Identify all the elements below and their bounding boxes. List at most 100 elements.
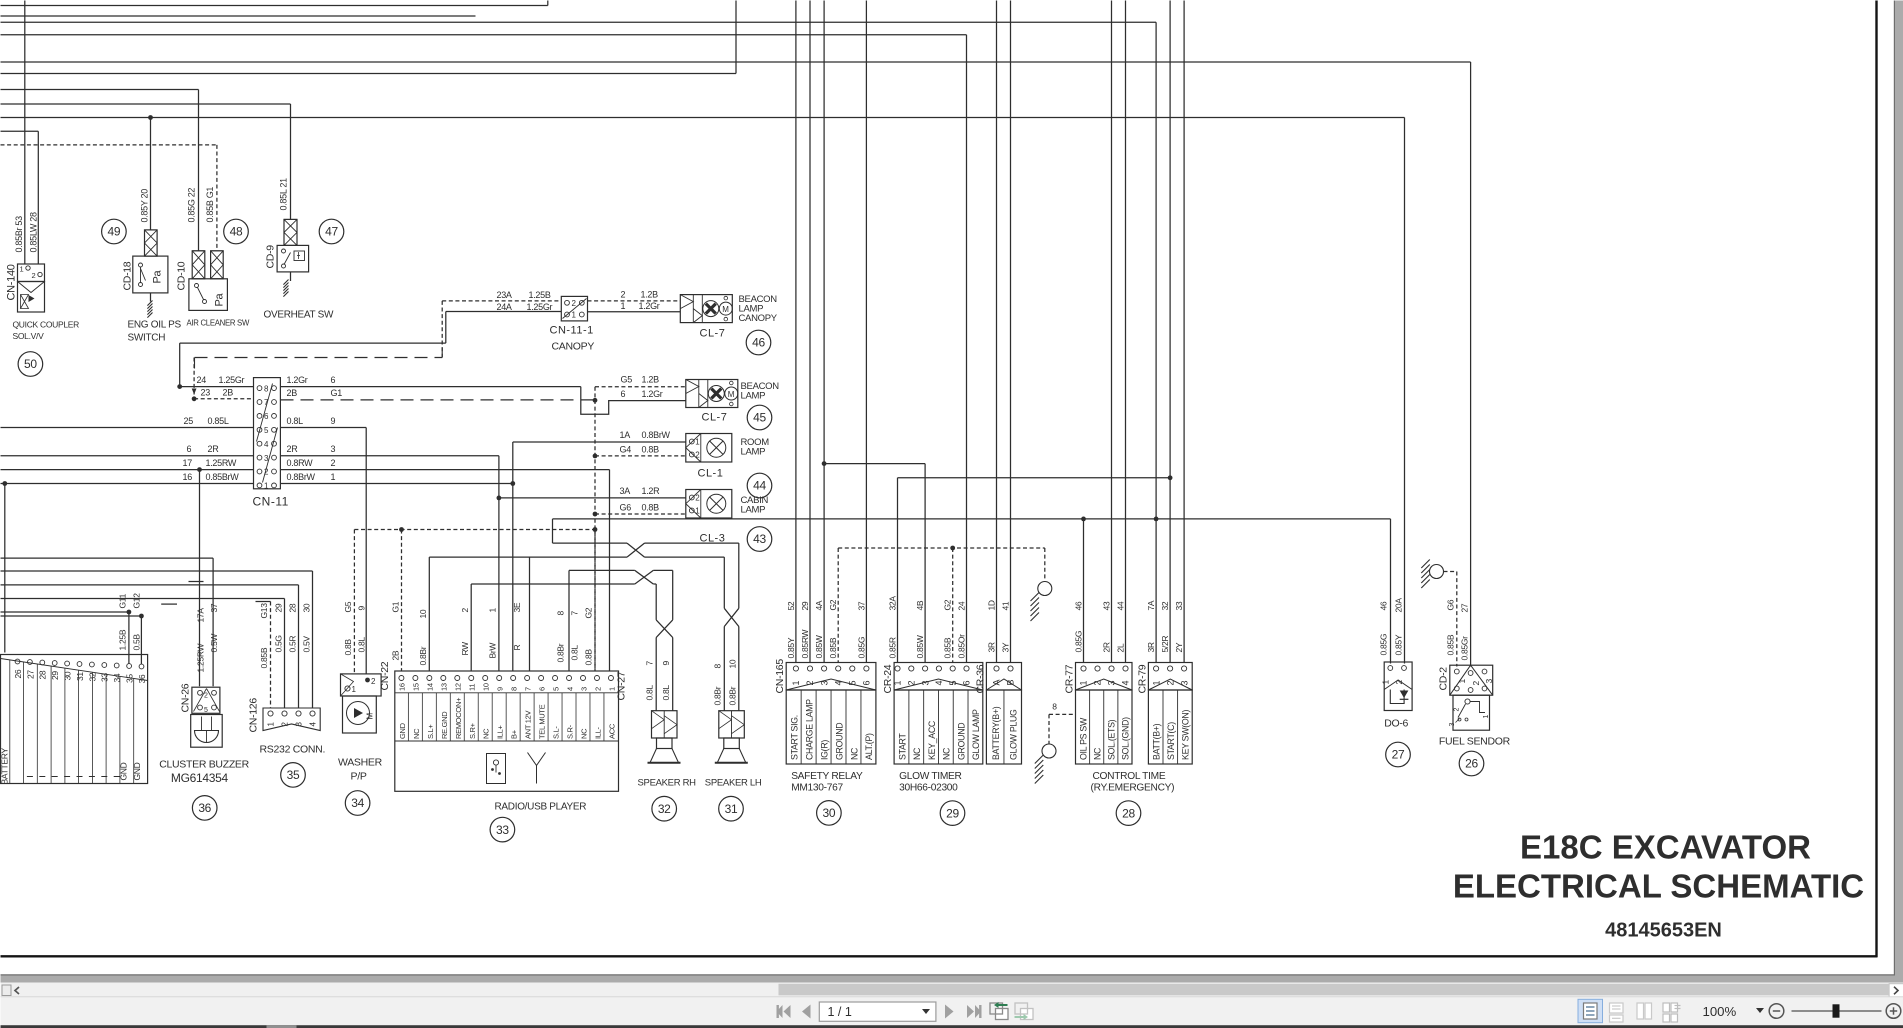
svg-text:E18C EXCAVATOR: E18C EXCAVATOR <box>1520 829 1811 866</box>
svg-text:BATTERY: BATTERY <box>0 748 10 785</box>
svg-text:G5: G5 <box>621 375 633 385</box>
svg-text:G4: G4 <box>620 445 632 455</box>
svg-text:24: 24 <box>197 375 207 385</box>
svg-text:BEACON: BEACON <box>741 381 780 392</box>
svg-text:ALT.(P): ALT.(P) <box>864 733 874 760</box>
svg-text:SAFETY RELAY: SAFETY RELAY <box>791 771 863 782</box>
svg-text:6: 6 <box>537 687 546 691</box>
svg-text:SOL.(ETS): SOL.(ETS) <box>1107 719 1117 760</box>
svg-text:0.5V: 0.5V <box>302 636 312 653</box>
svg-text:2B: 2B <box>287 388 298 398</box>
svg-text:2: 2 <box>621 290 626 300</box>
svg-text:2B: 2B <box>223 388 234 398</box>
svg-text:47: 47 <box>325 225 338 239</box>
svg-text:CR-36: CR-36 <box>974 664 986 693</box>
svg-text:CR-79: CR-79 <box>1136 664 1148 693</box>
svg-text:29: 29 <box>50 671 60 680</box>
svg-text:3: 3 <box>264 454 269 463</box>
svg-text:G2: G2 <box>584 607 594 618</box>
svg-text:LAMP: LAMP <box>739 304 764 315</box>
svg-text:2: 2 <box>1093 681 1103 686</box>
svg-text:48: 48 <box>230 225 243 239</box>
svg-text:7: 7 <box>523 687 532 691</box>
svg-text:3E: 3E <box>512 602 522 612</box>
svg-text:1: 1 <box>331 472 336 482</box>
svg-text:G5: G5 <box>343 601 353 612</box>
svg-text:ROOM: ROOM <box>741 437 770 448</box>
svg-text:CLUSTER BUZZER: CLUSTER BUZZER <box>159 759 249 771</box>
svg-text:3: 3 <box>331 444 336 454</box>
svg-text:25: 25 <box>184 416 194 426</box>
svg-text:0.85W: 0.85W <box>915 635 925 658</box>
svg-text:3: 3 <box>1107 681 1117 686</box>
svg-text:ANT 12V: ANT 12V <box>524 711 533 739</box>
svg-text:0.8L: 0.8L <box>287 416 304 426</box>
svg-text:30: 30 <box>302 603 312 612</box>
svg-text:11: 11 <box>468 684 477 691</box>
svg-text:IG(R): IG(R) <box>819 740 829 760</box>
svg-text:1.25B: 1.25B <box>118 629 128 650</box>
svg-text:RW: RW <box>460 642 470 656</box>
svg-text:3R: 3R <box>1146 642 1156 652</box>
svg-text:0.8Br: 0.8Br <box>727 686 737 705</box>
svg-text:50: 50 <box>24 357 37 371</box>
svg-text:NC: NC <box>912 747 922 760</box>
svg-text:ENG OIL PS: ENG OIL PS <box>128 320 182 331</box>
svg-text:0.8L: 0.8L <box>645 685 655 701</box>
svg-text:12: 12 <box>454 683 463 691</box>
svg-text:MM130-767: MM130-767 <box>791 783 843 794</box>
svg-text:32: 32 <box>1160 601 1170 610</box>
svg-text:0.8L: 0.8L <box>570 645 580 661</box>
svg-text:0.8BrW: 0.8BrW <box>642 430 671 440</box>
svg-text:24: 24 <box>957 601 967 610</box>
svg-text:4: 4 <box>565 687 574 691</box>
svg-text:8: 8 <box>713 664 723 669</box>
svg-text:NC: NC <box>580 728 589 739</box>
svg-text:FUEL SENDOR: FUEL SENDOR <box>1439 736 1511 748</box>
svg-text:P/P: P/P <box>351 771 367 783</box>
svg-text:G2: G2 <box>943 599 953 610</box>
svg-text:1.25Gr: 1.25Gr <box>219 375 245 385</box>
svg-text:0.85B: 0.85B <box>259 647 269 668</box>
svg-text:2: 2 <box>1394 680 1404 685</box>
svg-text:3R: 3R <box>987 642 997 652</box>
svg-text:33: 33 <box>100 673 110 682</box>
svg-text:10: 10 <box>482 683 491 691</box>
svg-text:0.85Y 20: 0.85Y 20 <box>140 189 150 223</box>
svg-text:REMOCON+: REMOCON+ <box>454 697 463 739</box>
svg-text:S.R-: S.R- <box>566 724 575 739</box>
svg-text:NC: NC <box>849 747 859 760</box>
svg-text:2: 2 <box>281 722 290 727</box>
svg-text:3Y: 3Y <box>1001 642 1011 652</box>
svg-text:1: 1 <box>695 507 700 516</box>
svg-text:RE.GND: RE.GND <box>440 711 449 739</box>
svg-text:1.25RW: 1.25RW <box>206 458 237 468</box>
svg-text:CN-22: CN-22 <box>379 661 391 690</box>
svg-text:17A: 17A <box>196 608 206 623</box>
svg-text:CL-7: CL-7 <box>700 328 726 340</box>
svg-text:S.L+: S.L+ <box>426 724 435 739</box>
svg-text:1.2B: 1.2B <box>642 375 660 385</box>
svg-text:0.85L 21: 0.85L 21 <box>279 178 289 211</box>
svg-text:G12: G12 <box>132 593 142 609</box>
svg-text:43: 43 <box>1102 601 1112 610</box>
svg-text:G13: G13 <box>259 603 269 619</box>
svg-text:1: 1 <box>572 311 577 320</box>
svg-text:LAMP: LAMP <box>741 447 766 458</box>
svg-text:44: 44 <box>753 479 766 493</box>
svg-text:GROUND: GROUND <box>956 723 966 760</box>
svg-text:0.8Br: 0.8Br <box>418 646 428 665</box>
svg-text:33: 33 <box>1174 601 1184 610</box>
svg-text:OIL PS SW: OIL PS SW <box>1078 717 1088 760</box>
svg-text:4: 4 <box>934 681 944 686</box>
svg-text:49: 49 <box>108 225 121 239</box>
svg-text:0.85Br 53: 0.85Br 53 <box>14 216 24 253</box>
svg-text:RADIO/USB PLAYER: RADIO/USB PLAYER <box>495 802 587 813</box>
svg-text:1: 1 <box>267 722 276 727</box>
svg-text:1.2B: 1.2B <box>641 290 659 300</box>
svg-text:1: 1 <box>1381 680 1391 685</box>
svg-text:2B: 2B <box>391 650 401 660</box>
svg-text:32: 32 <box>658 802 671 816</box>
svg-text:16: 16 <box>183 472 193 482</box>
svg-text:BATTERY(B+): BATTERY(B+) <box>991 706 1001 760</box>
